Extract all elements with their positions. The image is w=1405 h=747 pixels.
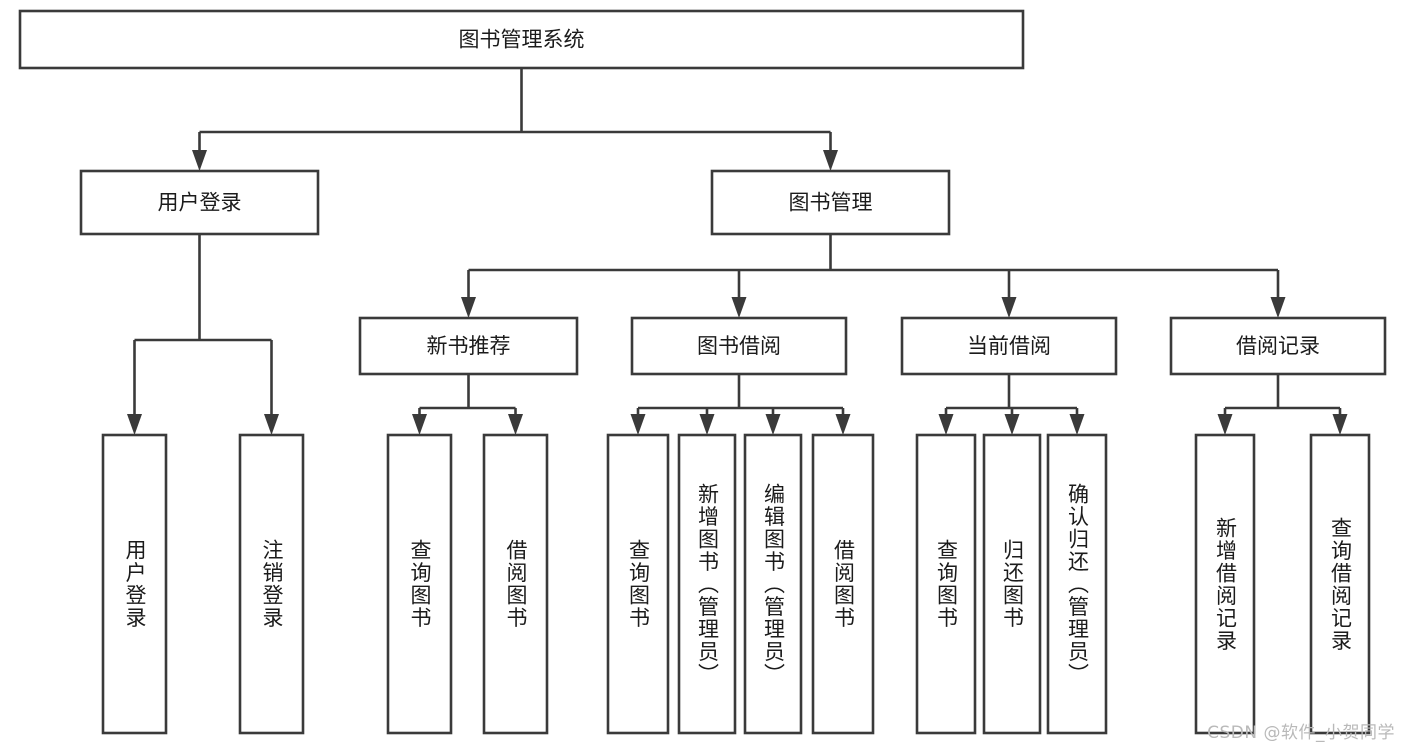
node-label-book-manage: 图书管理 [789,191,873,215]
arrow-head-icon-leaf-query-book-borrow [630,414,646,435]
arrow-head-icon-book-manage [823,150,838,171]
node-box-leaf-add-borrow-record[interactable] [1194,433,1256,735]
node-box-borrow-record[interactable] [1169,316,1387,376]
node-box-layer [18,9,1387,735]
node-box-leaf-add-book-admin[interactable] [677,433,737,735]
node-box-book-borrow[interactable] [630,316,848,376]
node-box-leaf-query-book-borrow[interactable] [606,433,670,735]
node-box-book-manage[interactable] [710,169,951,236]
arrow-head-icon-leaf-return-book [1004,414,1020,435]
node-box-leaf-query-borrow-record[interactable] [1309,433,1371,735]
node-label-user-login: 用户登录 [158,191,242,215]
node-box-leaf-borrow-book-rec[interactable] [482,433,549,735]
node-label-borrow-record: 借阅记录 [1236,334,1320,358]
node-box-root[interactable] [18,9,1025,70]
arrow-head-icon-leaf-add-book-admin [699,414,715,435]
node-label-root: 图书管理系统 [459,28,585,52]
arrow-head-icon-user-login [192,150,207,171]
arrow-head-icon-leaf-edit-book-admin [765,414,781,435]
arrow-head-icon-new-book-recommend [461,297,476,318]
arrow-head-icon-leaf-query-book-cur [938,414,954,435]
node-box-user-login[interactable] [79,169,320,236]
arrow-head-icon-current-borrow [1001,297,1017,318]
node-box-leaf-user-login[interactable] [101,433,168,735]
arrow-head-icon-leaf-query-book-rec [412,414,427,435]
arrow-head-icon-leaf-user-logout [264,414,279,435]
node-box-leaf-borrow-book[interactable] [811,433,875,735]
node-box-leaf-query-book-rec[interactable] [386,433,453,735]
node-box-leaf-return-book[interactable] [982,433,1042,735]
arrow-head-icon-borrow-record [1270,297,1286,318]
node-box-new-book-recommend[interactable] [358,316,579,376]
arrow-head-icon-leaf-user-login [127,414,142,435]
connector-layer [127,68,1348,435]
arrow-head-icon-book-borrow [731,297,747,318]
node-label-new-book-recommend: 新书推荐 [427,334,511,358]
arrow-head-icon-leaf-borrow-book [835,414,851,435]
arrow-head-icon-leaf-add-borrow-record [1217,414,1233,435]
node-box-leaf-user-logout[interactable] [238,433,305,735]
node-label-current-borrow: 当前借阅 [967,334,1051,358]
node-box-leaf-edit-book-admin[interactable] [743,433,803,735]
node-box-current-borrow[interactable] [900,316,1118,376]
node-label-book-borrow: 图书借阅 [697,334,781,358]
arrow-head-icon-leaf-confirm-return-admin [1069,414,1085,435]
watermark-text: CSDN @软件_小贺同学 [1207,723,1395,743]
node-box-leaf-confirm-return-admin[interactable] [1046,433,1108,735]
arrow-head-icon-leaf-borrow-book-rec [508,414,523,435]
arrow-head-icon-leaf-query-borrow-record [1332,414,1348,435]
node-box-leaf-query-book-cur[interactable] [915,433,977,735]
